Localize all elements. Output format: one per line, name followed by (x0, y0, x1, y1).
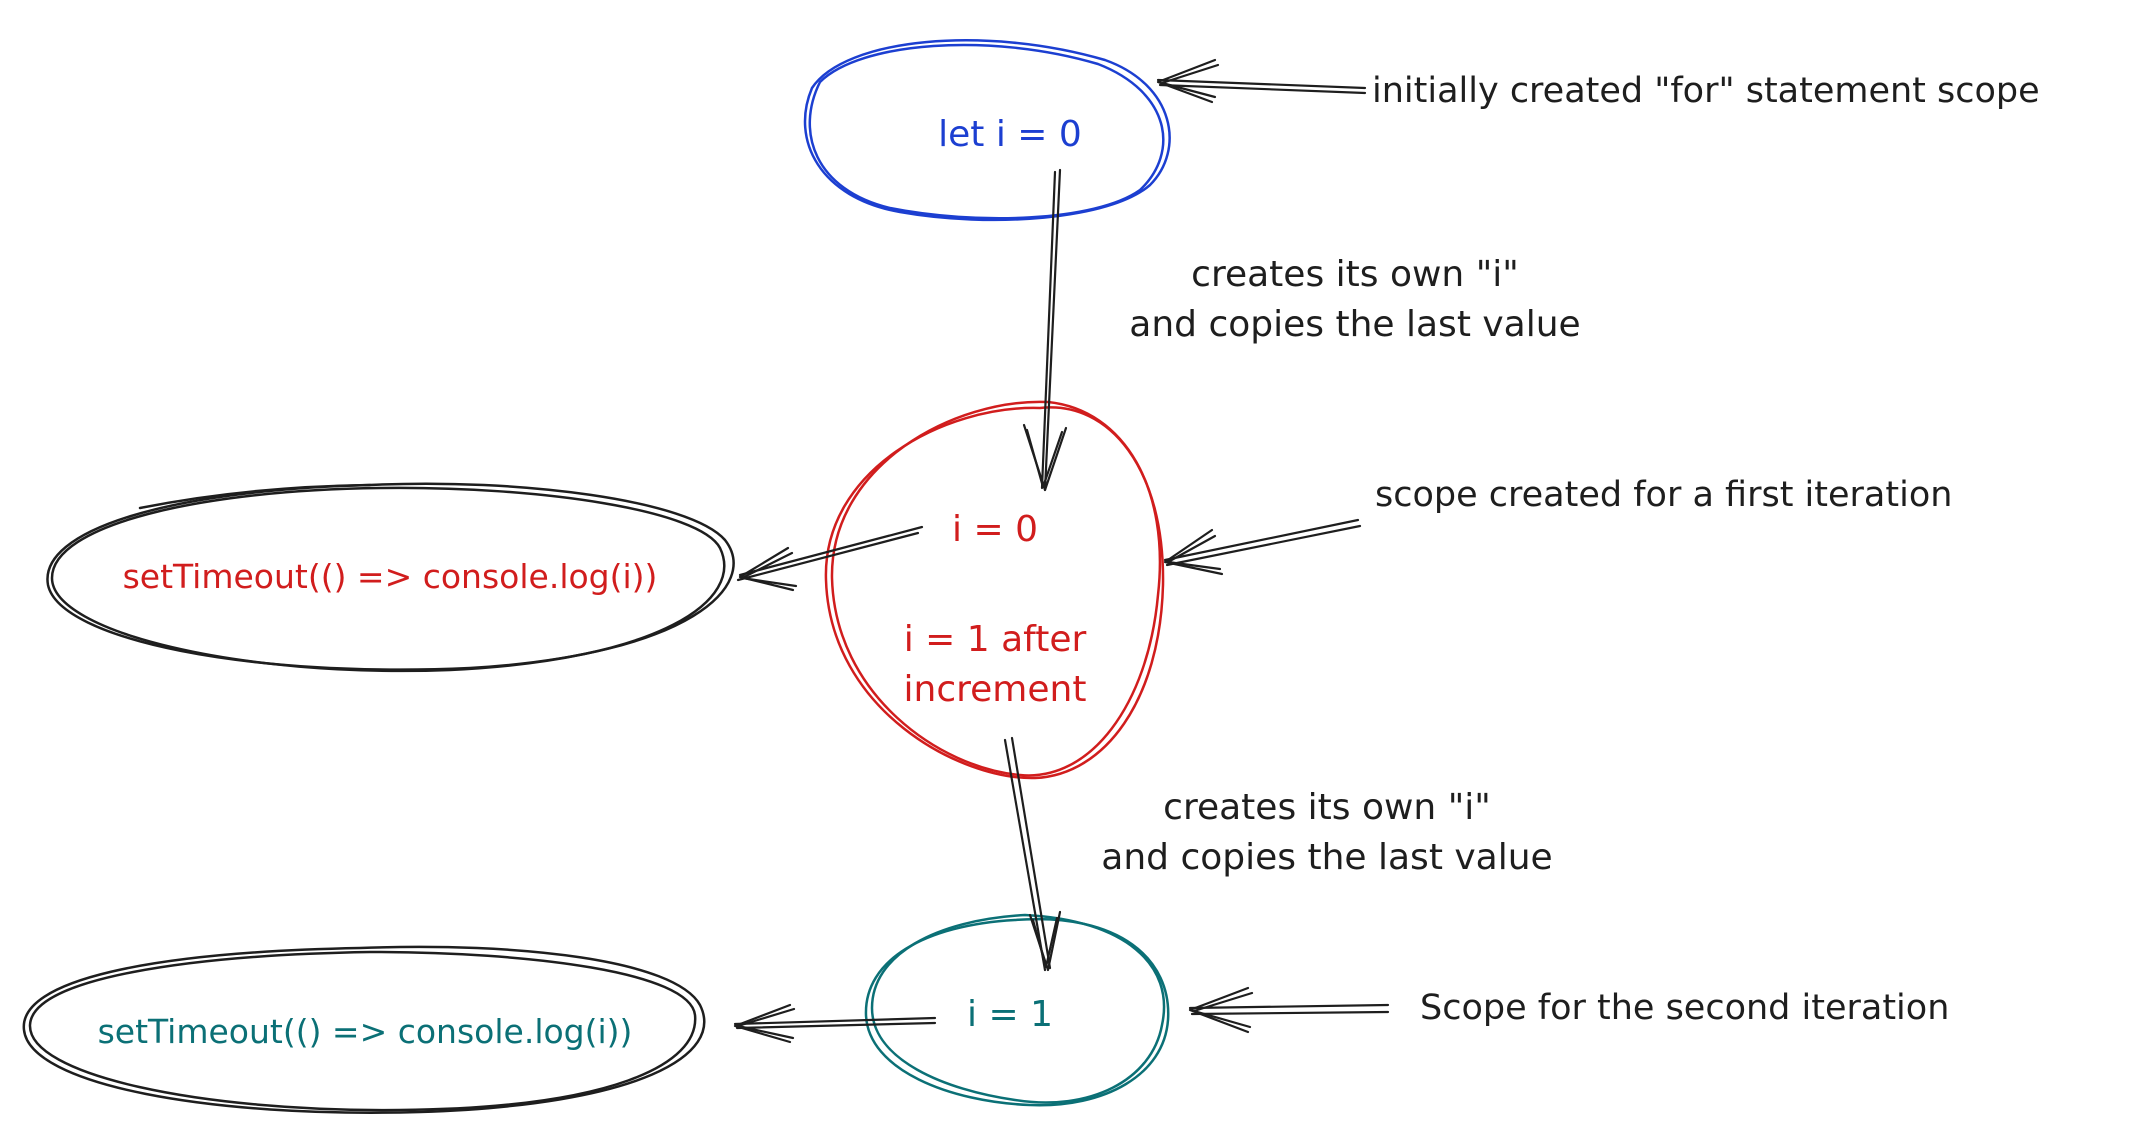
edge-first-copy-line2: and copies the last value (1129, 304, 1581, 345)
edge-second-copy-line2: and copies the last value (1101, 837, 1553, 878)
arrow-annotation-first (1163, 518, 1362, 576)
for-scope-node (803, 39, 1171, 222)
annotation-second-iteration: Scope for the second iteration (1420, 988, 1950, 1028)
timeout-second-label: setTimeout(() => console.log(i)) (97, 1012, 633, 1051)
first-iteration-label: i = 0 (952, 509, 1038, 550)
second-iteration-node (864, 913, 1170, 1107)
arrow-first-to-timeout (736, 525, 924, 592)
second-iteration-label: i = 1 (967, 994, 1053, 1035)
timeout-second-node (22, 945, 706, 1114)
first-iteration-increment-line2: increment (903, 669, 1087, 710)
first-iteration-increment-line1: i = 1 after (903, 619, 1087, 660)
timeout-first-node (46, 482, 735, 673)
annotation-first-iteration: scope created for a first iteration (1375, 475, 1953, 515)
arrow-annotation-second (1188, 986, 1390, 1034)
arrow-first-to-second (1003, 736, 1062, 972)
annotation-for-scope: initially created "for" statement scope (1372, 71, 2040, 111)
for-scope-label: let i = 0 (938, 114, 1082, 155)
arrow-annotation-for-scope (1156, 58, 1367, 104)
arrow-second-to-timeout (733, 1003, 937, 1044)
timeout-first-label: setTimeout(() => console.log(i)) (122, 557, 658, 596)
edge-second-copy-line1: creates its own "i" (1163, 787, 1491, 828)
arrow-for-to-first (1022, 168, 1068, 492)
first-iteration-node (824, 400, 1165, 780)
edge-first-copy-line1: creates its own "i" (1191, 254, 1519, 295)
